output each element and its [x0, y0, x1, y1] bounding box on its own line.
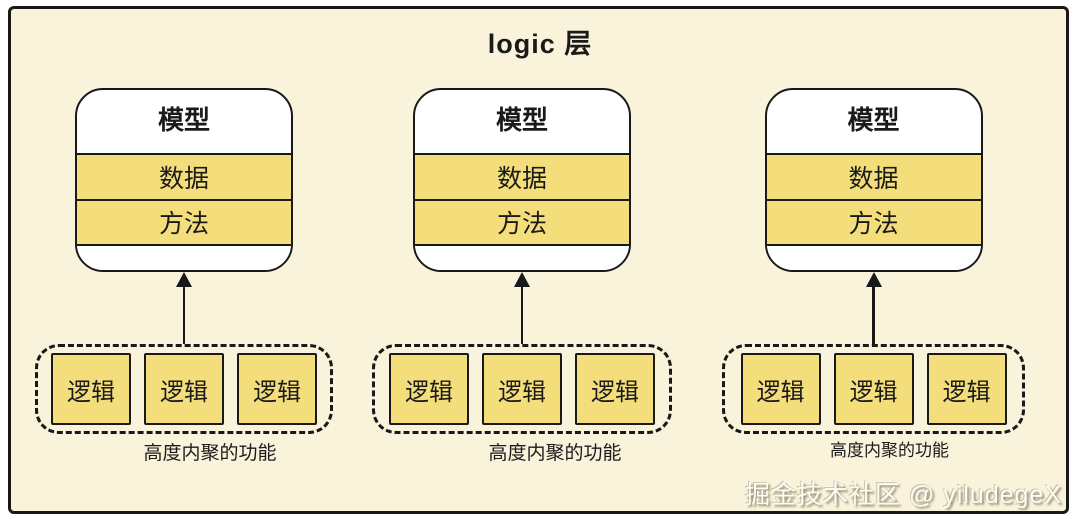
logic-box: 逻辑 — [833, 353, 914, 425]
arrow-line — [182, 287, 186, 344]
arrow-head — [865, 272, 882, 287]
group-caption: 高度内聚的功能 — [143, 443, 277, 464]
logic-box: 逻辑 — [51, 353, 131, 425]
logic-box: 逻辑 — [237, 353, 317, 425]
watermark: 掘金技术社区 @ yiludegeX — [744, 481, 1062, 509]
model-data-row: 数据 — [77, 153, 291, 199]
model-card: 模型 数据 方法 — [764, 88, 983, 272]
diagram-title: logic 层 — [487, 29, 593, 59]
logic-dashed-container: 逻辑 逻辑 逻辑 — [35, 344, 333, 434]
arrow-head — [176, 272, 192, 287]
logic-box: 逻辑 — [926, 353, 1007, 425]
logic-box: 逻辑 — [144, 353, 224, 425]
model-card-footer — [766, 244, 981, 270]
model-data-row: 数据 — [415, 153, 629, 199]
model-card-title: 模型 — [847, 105, 900, 135]
logic-box: 逻辑 — [740, 353, 821, 425]
model-card-footer — [77, 244, 291, 270]
model-method-row: 方法 — [77, 198, 291, 244]
group-caption: 高度内聚的功能 — [830, 441, 949, 460]
model-card: 模型 数据 方法 — [413, 88, 631, 272]
logic-group-1: 模型 数据 方法 逻辑 逻辑 逻辑 高度内聚的功能 — [35, 85, 333, 470]
model-card-title: 模型 — [157, 105, 210, 135]
model-card: 模型 数据 方法 — [75, 88, 293, 272]
model-card-footer — [415, 244, 629, 270]
arrow-up-icon — [865, 272, 883, 344]
model-card-title: 模型 — [495, 105, 548, 135]
logic-dashed-container: 逻辑 逻辑 逻辑 — [722, 344, 1025, 434]
logic-dashed-container: 逻辑 逻辑 逻辑 — [372, 344, 672, 434]
logic-box: 逻辑 — [482, 353, 562, 425]
arrow-up-icon — [513, 272, 531, 344]
arrow-line — [520, 287, 524, 344]
model-data-row: 数据 — [766, 153, 981, 199]
model-method-row: 方法 — [415, 198, 629, 244]
model-method-row: 方法 — [766, 198, 981, 244]
logic-box: 逻辑 — [389, 353, 469, 425]
logic-group-2: 模型 数据 方法 逻辑 逻辑 逻辑 高度内聚的功能 — [372, 85, 672, 470]
logic-group-3: 模型 数据 方法 逻辑 逻辑 逻辑 高度内聚的功能 — [722, 85, 1025, 470]
arrow-line — [872, 287, 875, 344]
logic-box: 逻辑 — [575, 353, 655, 425]
group-caption: 高度内聚的功能 — [488, 443, 622, 464]
arrow-head — [514, 272, 530, 287]
arrow-up-icon — [175, 272, 193, 344]
